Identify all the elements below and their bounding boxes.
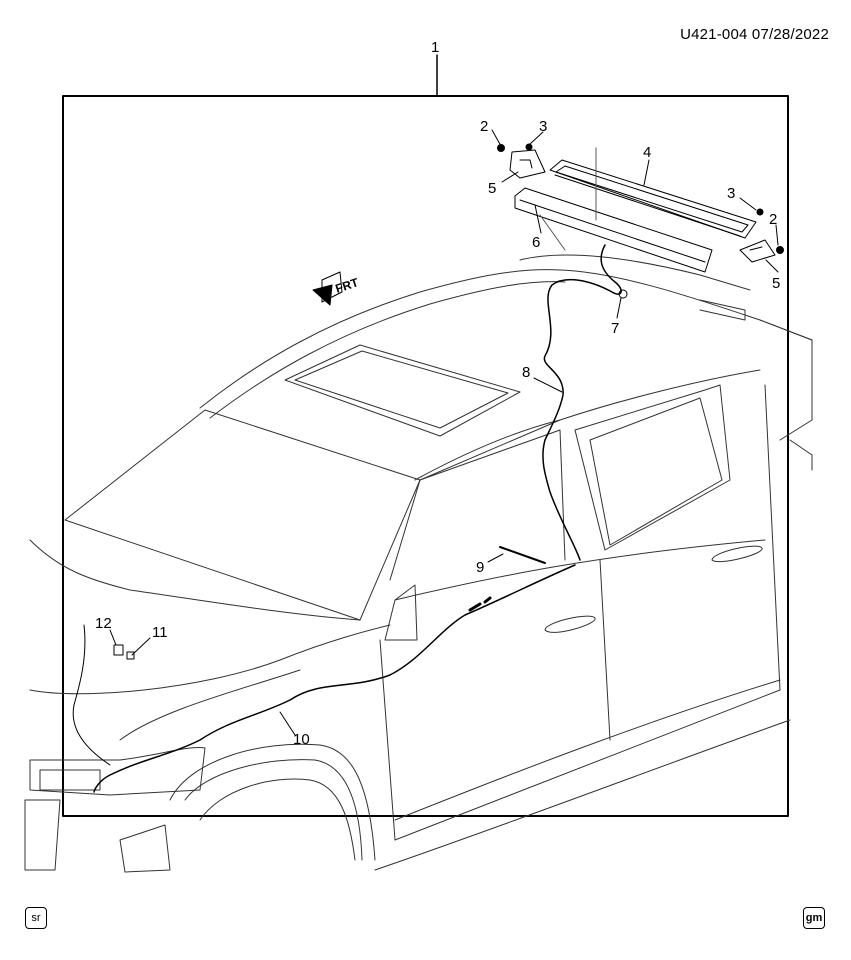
callout-3-left: 3 (539, 118, 547, 135)
callout-5-left: 5 (488, 180, 496, 197)
front-arrow-icon (312, 271, 343, 306)
bolt-2-left (497, 144, 505, 152)
screw-3-left (525, 143, 533, 151)
connector-7 (618, 289, 628, 299)
bolt-2-right (776, 246, 784, 254)
roof-harness-8 (542, 244, 622, 561)
callout-11: 11 (152, 624, 168, 641)
callout-8: 8 (522, 364, 530, 381)
clip-11 (126, 651, 135, 660)
callout-2-left: 2 (480, 118, 488, 135)
bracket-left-5 (509, 149, 546, 179)
callout-12: 12 (95, 615, 112, 632)
callout-3-right: 3 (727, 185, 735, 202)
callout-7: 7 (611, 320, 619, 337)
sr-badge: sr (25, 907, 47, 929)
screw-3-right (756, 208, 764, 216)
callout-9: 9 (476, 559, 484, 576)
light-bar-4 (549, 159, 757, 239)
bracket-right-5 (739, 239, 776, 263)
callout-2-right: 2 (769, 211, 777, 228)
document-id: U421-004 07/28/2022 (680, 26, 829, 43)
light-bar-lens-6 (514, 187, 713, 273)
callout-4: 4 (643, 144, 651, 161)
truck-body (24, 254, 813, 873)
assembly-frame (62, 95, 789, 817)
callout-assembly: 1 (431, 39, 439, 56)
tie-strap-9 (499, 546, 546, 564)
callout-5-right: 5 (772, 275, 780, 292)
body-harness-10 (93, 564, 576, 793)
callout-leaders (109, 129, 779, 736)
callout-6: 6 (532, 234, 540, 251)
gm-logo: gm (803, 907, 825, 929)
clip-12 (113, 644, 124, 656)
callout-10: 10 (293, 731, 310, 748)
